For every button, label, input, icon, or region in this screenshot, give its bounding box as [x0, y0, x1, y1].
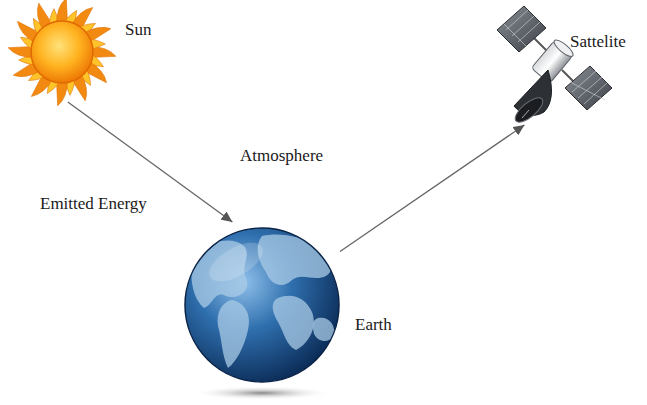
arrow-connector	[340, 125, 524, 252]
sun-rays	[8, 0, 116, 106]
sun-disc	[31, 21, 93, 83]
region-label: Atmosphere	[240, 146, 323, 166]
node-label: Sattelite	[570, 32, 626, 52]
edge-label: Emitted Energy	[38, 194, 149, 214]
earth-node: Earth	[184, 222, 340, 395]
earth-rim	[185, 228, 339, 382]
sun-node: Sun	[10, 0, 115, 102]
earth-highlight	[203, 235, 269, 289]
label-holder: Emitted Energy	[38, 194, 149, 214]
satellite-node: Sattelite	[490, 2, 615, 125]
label-holder: Atmosphere	[240, 146, 323, 166]
earth-shadow	[192, 386, 332, 400]
node-label: Earth	[355, 315, 392, 335]
satellite-figure	[497, 6, 612, 126]
earth-continents	[192, 234, 335, 368]
node-label: Sun	[125, 20, 151, 40]
earth-globe	[185, 228, 339, 382]
